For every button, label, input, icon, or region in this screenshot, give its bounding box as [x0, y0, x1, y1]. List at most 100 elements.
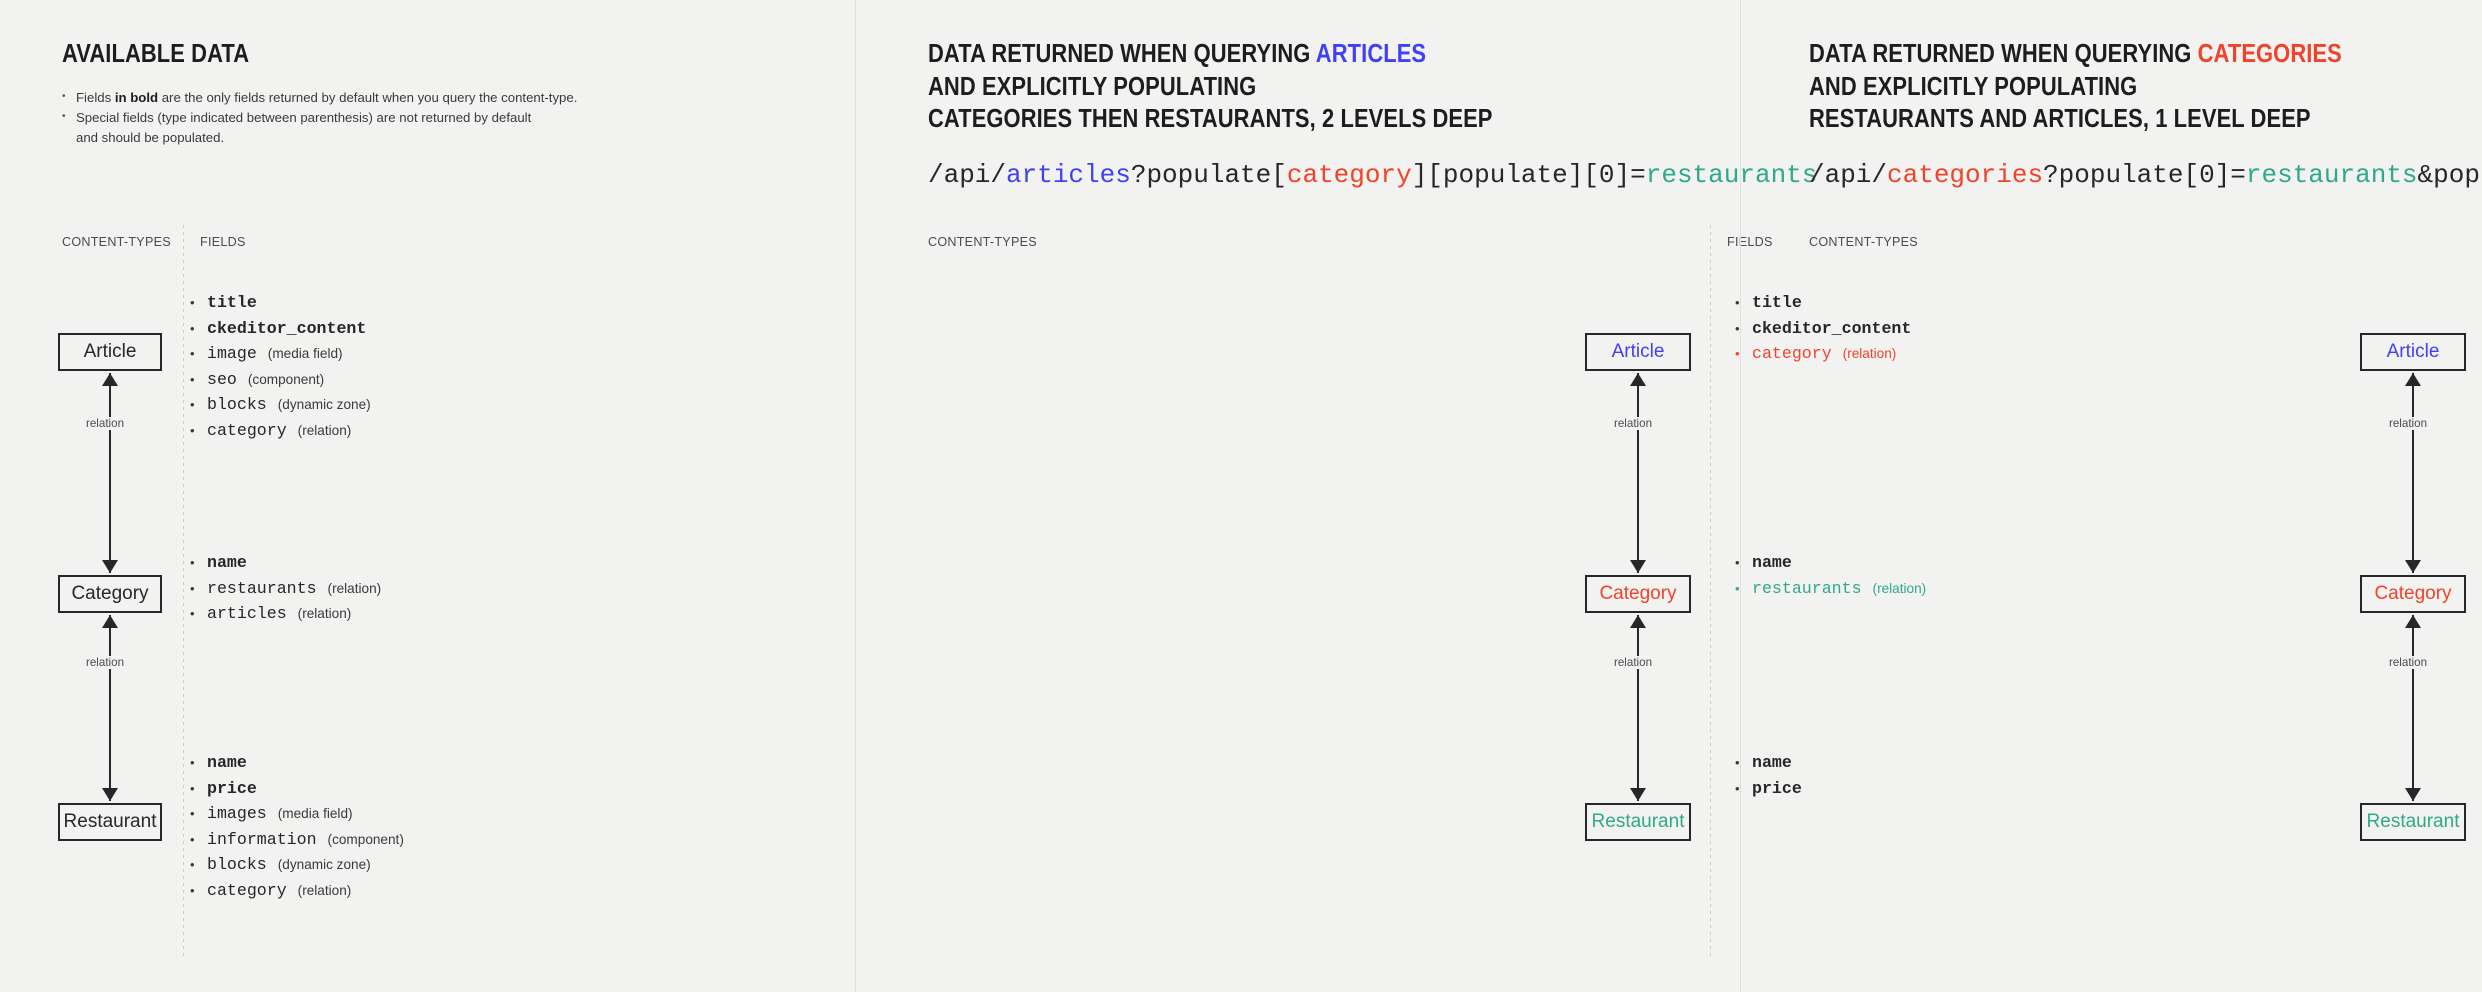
field-row: •ckeditor_content [190, 316, 371, 342]
field-type: (media field) [277, 806, 353, 821]
content-type-box-category[interactable]: Category [1585, 575, 1691, 613]
relation-label: relation [82, 417, 129, 430]
arrowhead-down-icon [102, 788, 118, 801]
field-row: •price [1735, 776, 1802, 802]
legend-bullet: Special fields (type indicated between p… [62, 107, 577, 128]
panel-header: AVAILABLE DATA Fields in bold are the onl… [62, 38, 577, 164]
bullet-icon: • [190, 780, 195, 796]
field-group-restaurant: •name•price [1735, 750, 1802, 801]
content-type-box-restaurant[interactable]: Restaurant [58, 803, 162, 841]
fields-column-label: FIELDS [1727, 235, 1773, 249]
field-row: •title [190, 290, 371, 316]
field-name: image [207, 344, 257, 363]
field-row: •name [1735, 550, 1926, 576]
field-row: • restaurants (relation) [190, 576, 381, 602]
field-row: •image(media field) [190, 341, 371, 367]
field-row: •name [190, 550, 381, 576]
arrowhead-down-icon [102, 560, 118, 573]
field-row: • category (relation) [190, 878, 404, 904]
content-type-box-restaurant[interactable]: Restaurant [2360, 803, 2466, 841]
relation-label: relation [82, 655, 129, 669]
field-name: restaurants [1752, 578, 1862, 598]
field-name: name [1752, 553, 1792, 572]
arrowhead-down-icon [1630, 788, 1646, 801]
content-type-box-restaurant[interactable]: Restaurant [1585, 803, 1691, 841]
content-type-box-category[interactable]: Category [58, 575, 162, 613]
field-name: ckeditor_content [1752, 318, 1912, 338]
bullet-icon: • [190, 857, 195, 872]
bullet-icon: • [190, 397, 195, 412]
field-name: ckeditor_content [207, 318, 367, 338]
arrowhead-up-icon [1630, 615, 1646, 628]
field-type: (dynamic zone) [277, 857, 371, 872]
field-row: •information(component) [190, 827, 404, 853]
bullet-icon: • [190, 580, 195, 596]
page-title: AVAILABLE DATA [62, 40, 250, 68]
field-row: •name [190, 750, 404, 776]
field-group-article: •title•ckeditor_content•image(media fiel… [190, 290, 371, 443]
field-row: •restaurants(relation) [1735, 576, 1926, 602]
field-name: name [207, 553, 247, 572]
field-type: (component) [247, 371, 325, 387]
bullet-icon: • [1735, 295, 1740, 310]
relation-label: relation [2385, 417, 2432, 430]
field-name: name [207, 753, 247, 772]
field-name: price [207, 778, 257, 798]
api-url: /api/articles?populate[category][populat… [928, 159, 1818, 190]
bullet-icon: • [190, 831, 195, 847]
bullet-icon: • [1735, 346, 1740, 361]
relation-arrow-category-restaurant [109, 615, 111, 801]
bullet-icon: • [190, 882, 195, 898]
field-row: • ckeditor_content [1735, 316, 1911, 342]
relation-arrow-article-category [1637, 373, 1639, 573]
content-type-box-article[interactable]: Article [58, 333, 162, 371]
page-title-line-1: DATA RETURNED WHEN QUERYING ARTICLES [928, 40, 1427, 68]
bullet-icon: • [190, 422, 195, 438]
legend-bullet-continuation: and should be populated. [76, 129, 225, 145]
field-type: (relation) [297, 422, 352, 438]
bullet-icon: • [190, 606, 195, 621]
arrowhead-up-icon [1630, 373, 1646, 386]
field-row: • blocks (dynamic zone) [190, 852, 404, 878]
field-row: • title [1735, 290, 1911, 316]
content-types-column-label: CONTENT-TYPES [1809, 235, 1918, 249]
field-type: (relation) [327, 580, 382, 596]
field-group-article: •title•ckeditor_content•category(relatio… [1735, 290, 1911, 367]
relation-arrow-category-restaurant [2412, 615, 2414, 801]
column-divider [183, 225, 184, 960]
field-row: • price [190, 776, 404, 802]
fields-column-label: FIELDS [200, 235, 246, 249]
field-name: category [1752, 344, 1832, 363]
field-type: (relation) [297, 882, 352, 898]
content-types-column-label: CONTENT-TYPES [928, 235, 1037, 249]
field-row: •category(relation) [1735, 341, 1911, 367]
relation-label: relation [1610, 655, 1657, 669]
field-name: images [207, 804, 267, 823]
field-row: • images (media field) [190, 801, 404, 827]
relation-label: relation [2385, 655, 2432, 669]
legend-bullets: Fields in bold are the only fields retur… [62, 87, 577, 148]
arrowhead-up-icon [102, 373, 118, 386]
field-name: category [207, 880, 287, 900]
field-type: (relation) [1872, 580, 1927, 596]
bullet-icon: • [190, 806, 195, 821]
field-name: articles [207, 604, 287, 623]
relation-arrow-category-restaurant [1637, 615, 1639, 801]
field-name: category [207, 420, 287, 440]
field-name: seo [207, 369, 237, 389]
arrowhead-up-icon [2405, 615, 2421, 628]
field-name: blocks [207, 855, 267, 874]
field-name: restaurants [207, 578, 317, 598]
content-type-box-article[interactable]: Article [1585, 333, 1691, 371]
bullet-icon: • [190, 295, 195, 310]
relation-label: relation [1610, 417, 1657, 430]
content-type-box-article[interactable]: Article [2360, 333, 2466, 371]
content-type-box-category[interactable]: Category [2360, 575, 2466, 613]
arrowhead-down-icon [2405, 788, 2421, 801]
bullet-icon: • [190, 371, 195, 387]
field-group-category: •name•restaurants(relation) [1735, 550, 1926, 601]
bullet-icon: • [1735, 320, 1740, 336]
field-name: title [1752, 293, 1802, 312]
